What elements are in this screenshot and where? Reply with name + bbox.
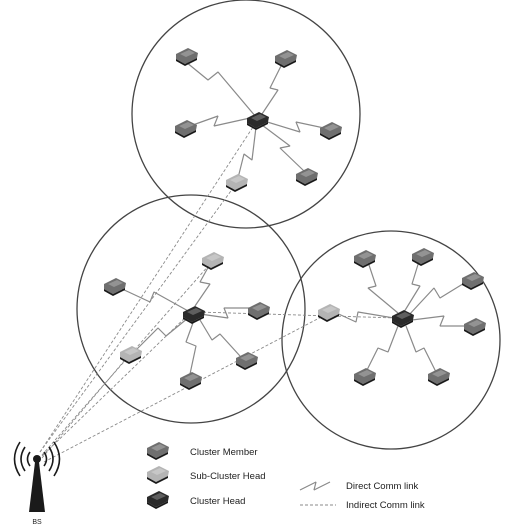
cluster-member-node (180, 372, 202, 390)
cluster-member-node (248, 302, 270, 320)
direct-links (119, 61, 468, 375)
cluster-member-node (428, 368, 450, 386)
sub-cluster-head-node (318, 304, 340, 322)
direct-link (135, 317, 189, 351)
cluster-circle-left (76, 194, 306, 424)
legend-direct-link-label: Direct Comm link (346, 481, 419, 492)
base-station-label: BS (32, 519, 42, 526)
indirect-links (39, 123, 399, 463)
cluster-member-node (176, 48, 198, 66)
sub-cluster-head-node (226, 174, 248, 192)
legend-cluster-member-icon (147, 442, 169, 460)
direct-link (367, 261, 399, 314)
legend-cluster-head-icon (147, 491, 169, 509)
indirect-link-bs-sch-right (43, 313, 328, 463)
cluster-member-node (354, 250, 376, 268)
direct-link (403, 257, 421, 313)
direct-link (329, 309, 395, 323)
direct-link (259, 63, 283, 118)
nodes (104, 48, 486, 390)
direct-link (185, 319, 197, 375)
cluster-circle-top (131, 0, 361, 229)
legend-sub-cluster-head-icon (147, 466, 169, 484)
cluster-member-node (464, 318, 486, 336)
cluster-head-node (183, 306, 205, 324)
direct-link (405, 325, 437, 373)
cluster-member-node (296, 168, 318, 186)
legend-sub-cluster-head-label: Sub-Cluster Head (190, 471, 266, 482)
cluster-circles (76, 0, 501, 450)
direct-link (263, 120, 325, 133)
direct-link (119, 287, 191, 313)
base-station: BS (13, 441, 61, 526)
direct-link (365, 325, 399, 373)
direct-link (185, 61, 257, 118)
direct-link (411, 315, 468, 327)
direct-link (199, 307, 252, 319)
direct-link (261, 124, 305, 172)
indirect-link-bs-ch-left (41, 312, 191, 457)
indirect-link-bs-sch-left-bottom (41, 353, 131, 459)
legend-direct-link-icon (299, 481, 331, 491)
legend-cluster-member-label: Cluster Member (190, 447, 258, 458)
cluster-member-node (462, 272, 484, 290)
cluster-circle-right (281, 230, 501, 450)
legend: Cluster Member Sub-Cluster Head Cluster … (147, 442, 425, 511)
direct-link (237, 126, 257, 179)
cluster-member-node (320, 122, 342, 140)
direct-link (189, 115, 251, 127)
indirect-link-ch-left-ch-right (197, 311, 399, 319)
cluster-member-node (354, 368, 376, 386)
legend-indirect-link-label: Indirect Comm link (346, 500, 425, 511)
direct-link (407, 281, 467, 317)
direct-link (194, 263, 211, 307)
cluster-member-node (175, 120, 197, 138)
sub-cluster-head-node (202, 252, 224, 270)
cluster-member-node (412, 248, 434, 266)
indirect-link-bs-sch-top (39, 183, 237, 453)
indirect-link-bs-ch-top (39, 123, 256, 453)
legend-cluster-head-label: Cluster Head (190, 496, 245, 507)
cluster-member-node (275, 50, 297, 68)
antenna-tower-icon (13, 441, 61, 512)
direct-link (199, 319, 241, 357)
cluster-member-node (104, 278, 126, 296)
